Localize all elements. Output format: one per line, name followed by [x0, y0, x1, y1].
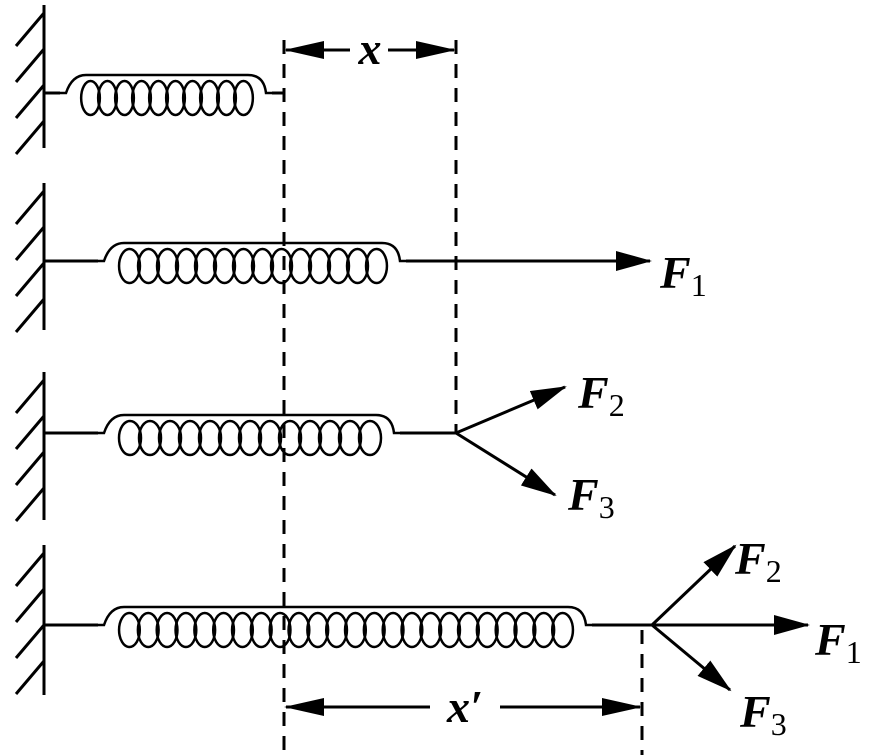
row3-force-arrow-2 [455, 431, 557, 497]
row4-coil [287, 611, 311, 649]
row4-spring-top [98, 605, 592, 627]
row4-coil [324, 611, 349, 649]
row4-coil [513, 611, 537, 649]
force-label-row2-f1: F1 [659, 247, 707, 303]
row1-wall-hatch [14, 84, 46, 119]
row4-coil [362, 611, 386, 649]
force-label-row4-f2: F2 [734, 533, 782, 589]
row4-coil [230, 611, 255, 649]
row4-wall-hatch [14, 552, 46, 587]
row2-coil [345, 247, 370, 285]
x-prime-label: x′ [446, 681, 483, 732]
row4-force-arrow-1 [650, 544, 737, 627]
row1-spring-top [60, 73, 272, 95]
row3-coil [137, 419, 163, 457]
row2-wall-hatch [14, 298, 46, 333]
row4-coil [136, 611, 160, 649]
row2-wall-hatch [14, 226, 46, 261]
row3-coil [197, 419, 223, 457]
row1-coil [232, 79, 255, 117]
row4-coil [268, 611, 292, 649]
row1-coil [96, 79, 119, 117]
row1-wall-hatch [14, 12, 46, 47]
row4-coil [456, 611, 481, 649]
row3-spring-top [98, 413, 400, 435]
row2-coil [212, 247, 237, 285]
row4-coil [419, 611, 443, 649]
row2-coil [193, 247, 218, 285]
row3-force-arrow-1 [455, 385, 567, 435]
row3-wall-hatch [14, 415, 46, 450]
row1-coil [198, 79, 221, 117]
row2-coil [269, 247, 294, 285]
row4-coil [193, 611, 217, 649]
row2-coil [174, 247, 199, 285]
row2-coil [307, 247, 332, 285]
row2-coil [326, 247, 351, 285]
row4-coil [343, 611, 368, 649]
row1-wall-hatch [14, 48, 46, 83]
row4-coil [494, 611, 518, 649]
row3-coil [317, 419, 343, 457]
force-label-row4-f1: F1 [814, 614, 862, 670]
row1-coil [113, 79, 136, 117]
row3-coil [237, 419, 263, 457]
row4-coil [550, 611, 575, 649]
row4-coil [400, 611, 424, 649]
row3-coil [117, 419, 143, 457]
row1-coil [215, 79, 238, 117]
row3-coil [297, 419, 323, 457]
row4-coil [249, 611, 273, 649]
row4-coil [381, 611, 405, 649]
row1-coil [164, 79, 187, 117]
force-label-row3-f2: F2 [577, 367, 625, 423]
force-label-row3-f3: F3 [567, 469, 615, 525]
row1-coil [130, 79, 153, 117]
x-label: x [358, 23, 382, 74]
force-label-row4-f3: F3 [739, 686, 787, 742]
row4-wall-hatch [14, 660, 46, 695]
row4-coil [155, 611, 179, 649]
row4-wall-hatch [14, 624, 46, 659]
row3-coil [217, 419, 243, 457]
row3-wall-hatch [14, 379, 46, 414]
row1-coil [147, 79, 170, 117]
row3-coil [157, 419, 183, 457]
row4-wall-hatch [14, 588, 46, 623]
row3-wall-hatch [14, 451, 46, 486]
row3-coil [357, 419, 383, 457]
row3-wall-hatch [14, 487, 46, 522]
row2-wall-hatch [14, 190, 46, 225]
row3-coil [257, 419, 283, 457]
row2-coil [288, 247, 313, 285]
row1-coil [181, 79, 204, 117]
row2-coil [136, 247, 161, 285]
row4-coil [475, 611, 499, 649]
row2-coil [250, 247, 275, 285]
row4-coil [532, 611, 556, 649]
row2-spring-top [98, 241, 406, 263]
row2-coil [231, 247, 256, 285]
row3-coil [337, 419, 363, 457]
row4-coil [174, 611, 198, 649]
row2-coil [117, 247, 142, 285]
row3-coil [177, 419, 203, 457]
row4-coil [211, 611, 236, 649]
row2-wall-hatch [14, 262, 46, 297]
row4-coil [437, 611, 462, 649]
row3-coil [277, 419, 303, 457]
row4-coil [306, 611, 330, 649]
row4-force-arrow-3 [651, 623, 732, 692]
row1-coil [79, 79, 102, 117]
row4-coil [117, 611, 142, 649]
row2-coil [155, 247, 180, 285]
row2-coil [364, 247, 389, 285]
row1-wall-hatch [14, 120, 46, 155]
